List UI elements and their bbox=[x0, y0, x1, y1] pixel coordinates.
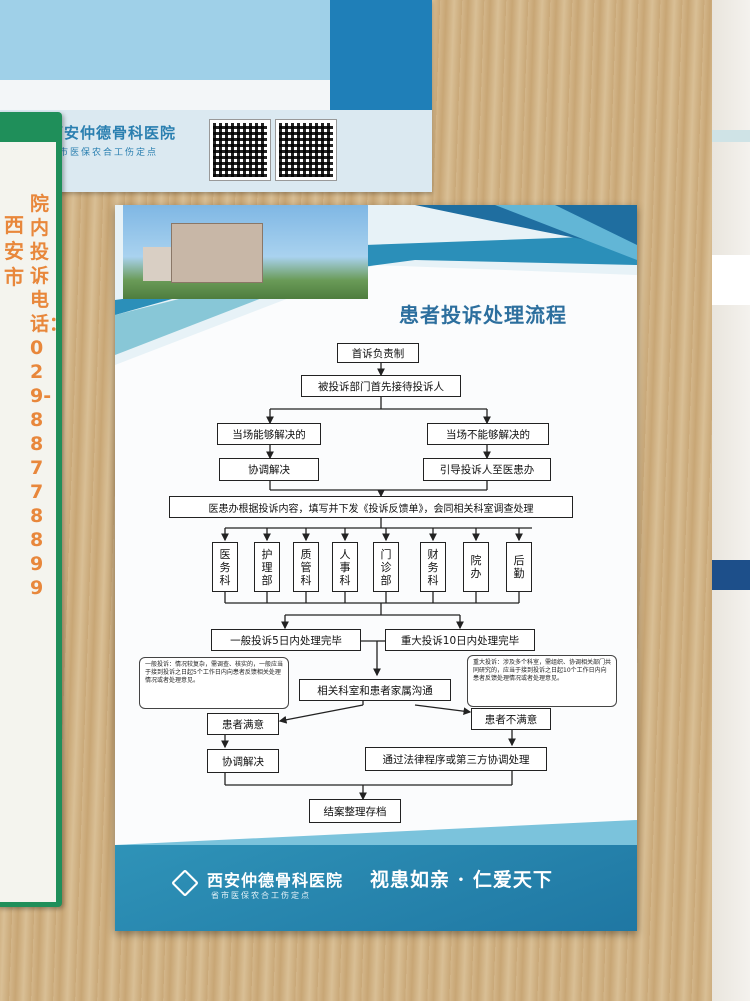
major-complaint-box: 重大投诉10日内处理完毕 bbox=[385, 629, 535, 651]
hospital-building-photo bbox=[123, 205, 368, 299]
dept-outpatient: 门诊部 bbox=[373, 542, 399, 592]
general-complaint-note: 一般投诉：情况较复杂，需调查、核实的，一般应当于接到投诉之日起5个工作日内向患者… bbox=[139, 657, 289, 709]
top-poster-subtitle: 省市医保农合工伤定点 bbox=[48, 148, 159, 158]
footer-slogan: 视患如亲 · 仁爱天下 bbox=[370, 869, 553, 891]
footer-subtitle: 省市医保农合工伤定点 bbox=[211, 891, 311, 900]
satisfied-box: 患者满意 bbox=[207, 713, 279, 735]
top-poster-panel bbox=[0, 0, 335, 80]
poster-footer bbox=[115, 845, 637, 931]
coordinate-box: 协调解决 bbox=[219, 458, 319, 481]
dept-medical-affairs: 医务科 bbox=[212, 542, 238, 592]
top-poster-hospital-name: 西安仲德骨科医院 bbox=[48, 124, 177, 142]
left-sign: 西安市 院内投诉电话：029-88778899 bbox=[0, 112, 69, 907]
complaint-process-poster: 患者投诉处理流程 bbox=[115, 205, 637, 931]
building-shape bbox=[171, 223, 263, 283]
poster-title: 患者投诉处理流程 bbox=[399, 303, 567, 327]
investigation-box: 医患办根据投诉内容，填写并下发《投诉反馈单》，会同相关科室调查处理 bbox=[169, 496, 573, 518]
dept-finance: 财务科 bbox=[420, 542, 446, 592]
can-solve-box: 当场能够解决的 bbox=[217, 423, 321, 445]
coordinate-resolve-box: 协调解决 bbox=[207, 749, 279, 773]
dept-logistics: 后勤 bbox=[506, 542, 532, 592]
legal-process-box: 通过法律程序或第三方协调处理 bbox=[365, 747, 547, 771]
dept-nursing: 护理部 bbox=[254, 542, 280, 592]
receive-complainant-box: 被投诉部门首先接待投诉人 bbox=[301, 375, 461, 397]
left-sign-phone: 院内投诉电话：029-88778899 bbox=[30, 193, 69, 599]
first-complaint-box: 首诉负责制 bbox=[337, 343, 419, 363]
guide-to-office-box: 引导投诉人至医患办 bbox=[423, 458, 551, 481]
dept-quality: 质管科 bbox=[293, 542, 319, 592]
unsatisfied-box: 患者不满意 bbox=[471, 708, 551, 730]
qr-code-icon bbox=[275, 119, 337, 181]
left-sign-panel: 西安市 院内投诉电话：029-88778899 bbox=[0, 142, 69, 902]
qr-code-icon bbox=[209, 119, 271, 181]
major-complaint-note: 重大投诉：涉及多个科室，需组织、协调相关部门共同研究的，应当于接到投诉之日起10… bbox=[467, 655, 617, 707]
dept-personnel: 人事科 bbox=[332, 542, 358, 592]
communicate-box: 相关科室和患者家属沟通 bbox=[299, 679, 451, 701]
flow-connectors bbox=[221, 363, 532, 801]
archive-box: 结案整理存档 bbox=[309, 799, 401, 823]
dept-admin-office: 院办 bbox=[463, 542, 489, 592]
general-complaint-box: 一般投诉5日内处理完毕 bbox=[211, 629, 361, 651]
top-poster: 西安仲德骨科医院 省市医保农合工伤定点 bbox=[0, 0, 432, 192]
top-poster-frame bbox=[330, 0, 432, 110]
footer-hospital-name: 西安仲德骨科医院 bbox=[207, 871, 344, 890]
background-corridor bbox=[712, 0, 750, 1001]
cannot-solve-box: 当场不能够解决的 bbox=[427, 423, 549, 445]
left-sign-title: 西安市 bbox=[4, 213, 24, 289]
